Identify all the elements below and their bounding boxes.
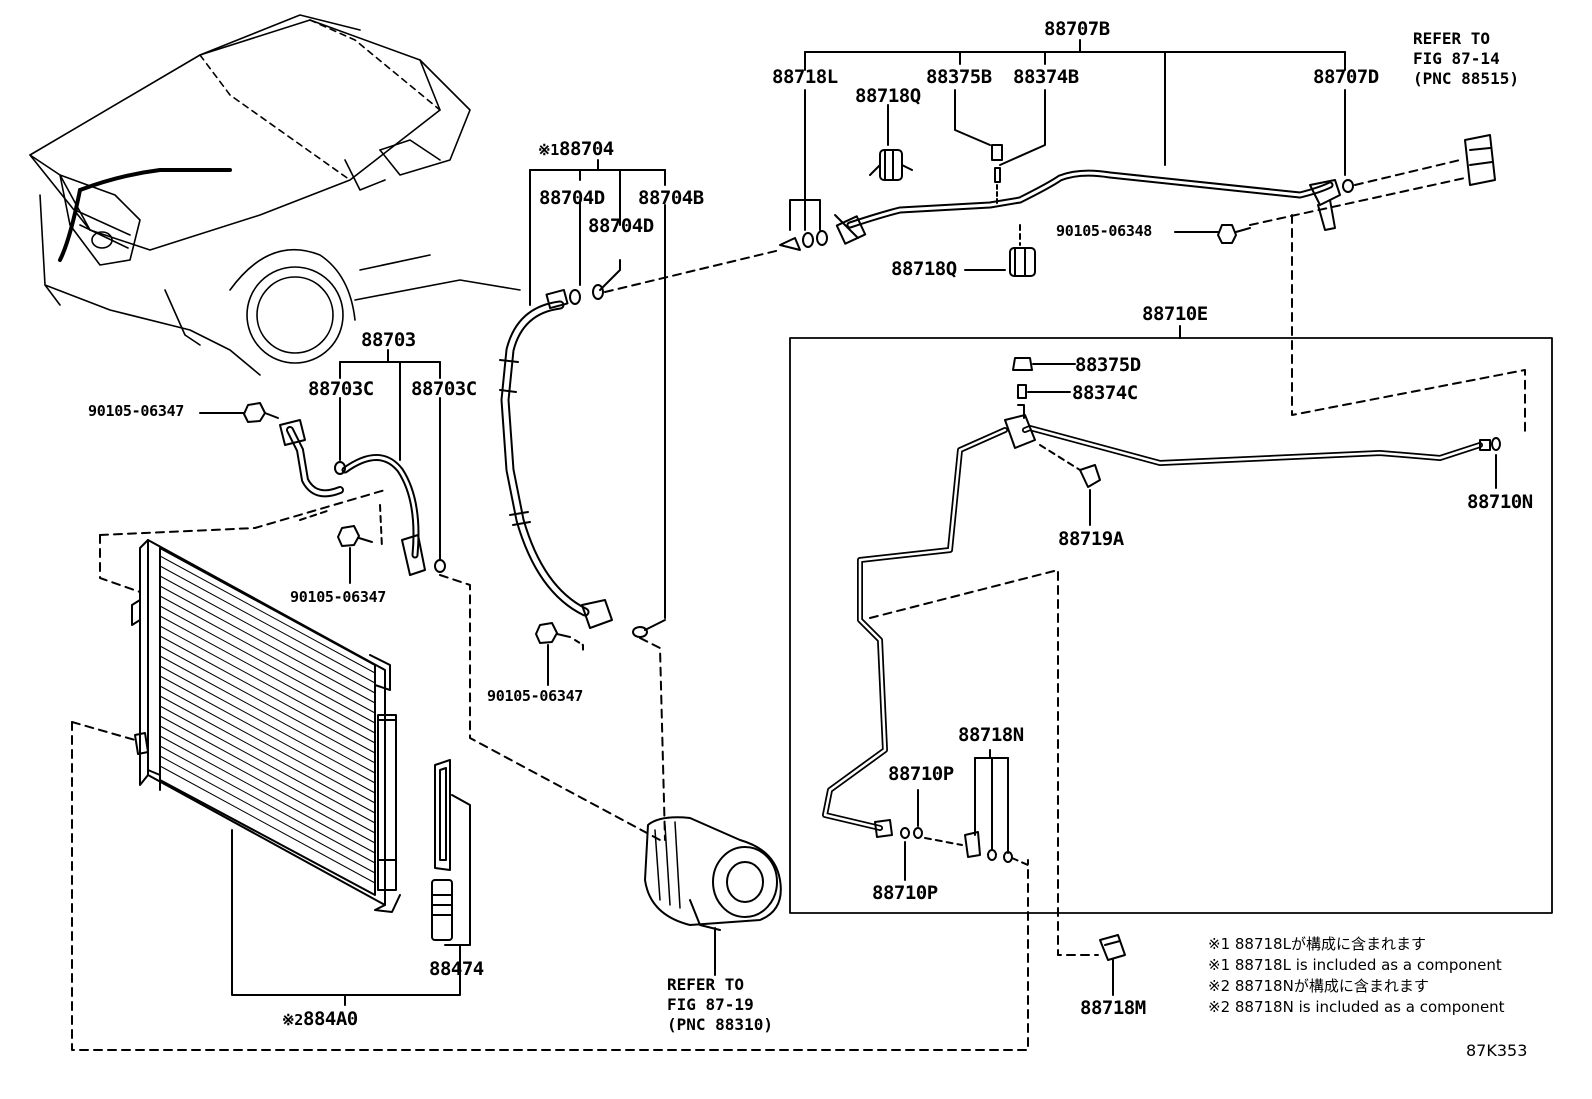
label-88374C: 88374C	[1072, 382, 1138, 404]
hose-88707B-group	[780, 40, 1525, 435]
valve-88719A	[1080, 465, 1100, 487]
label-88707D: 88707D	[1313, 66, 1379, 88]
condenser-884A0	[72, 540, 1028, 1050]
bolt-90105-06347-mid	[338, 526, 372, 546]
label-88703: 88703	[361, 329, 416, 351]
label-88718N: 88718N	[958, 724, 1024, 746]
label-88718L: 88718L	[772, 66, 838, 88]
reference-line: FIG 87-19	[667, 995, 754, 1014]
reference-line: (PNC 88515)	[1413, 69, 1519, 88]
figure-code: 87K353	[1466, 1041, 1528, 1060]
label-88703C-a: 88703C	[308, 378, 374, 400]
clip-88718M	[1100, 935, 1125, 995]
filter-88474	[432, 760, 470, 945]
label-88710N: 88710N	[1467, 491, 1533, 513]
label-884A0-text: 884A0	[303, 1008, 358, 1030]
label-88710P-b: 88710P	[872, 882, 938, 904]
label-90105-06348: 90105-06348	[1056, 222, 1153, 240]
hose-88704-group	[500, 160, 780, 840]
label-88704-text: 88704	[559, 138, 614, 160]
reference-line: FIG 87-14	[1413, 49, 1500, 68]
note-line-1: ※1 88718Lが構成に含まれます	[1208, 935, 1426, 953]
reference-fig-87-19: REFER TO FIG 87-19 (PNC 88310)	[667, 975, 773, 1035]
reference-line: REFER TO	[1413, 29, 1491, 48]
label-88374B: 88374B	[1013, 66, 1079, 88]
label-88704: ※188704	[538, 140, 614, 159]
hose-88703-group	[100, 350, 660, 840]
reference-line: (PNC 88310)	[667, 1015, 773, 1034]
label-88375B: 88375B	[926, 66, 992, 88]
reference-line: REFER TO	[667, 975, 745, 994]
label-88718Q-mid: 88718Q	[891, 258, 957, 280]
note-mark-2: ※2	[282, 1011, 303, 1029]
label-88375D: 88375D	[1075, 354, 1141, 376]
label-88718M: 88718M	[1080, 997, 1146, 1019]
label-88704D-b: 88704D	[588, 215, 654, 237]
label-88474: 88474	[429, 958, 484, 980]
reference-fig-87-14: REFER TO FIG 87-14 (PNC 88515)	[1413, 29, 1519, 89]
label-884A0: ※2884A0	[282, 1010, 358, 1029]
note-mark-1: ※1	[538, 141, 559, 159]
clip-88718Q-mid	[1010, 248, 1035, 276]
label-88710E: 88710E	[1142, 303, 1208, 325]
label-88704D-a: 88704D	[539, 187, 605, 209]
compressor	[645, 817, 781, 975]
bolt-90105-06347-top	[244, 403, 278, 422]
label-88703C-b: 88703C	[411, 378, 477, 400]
vehicle-sketch	[30, 15, 520, 375]
label-88718Q-top: 88718Q	[855, 85, 921, 107]
bolt-90105-06348	[1218, 225, 1250, 243]
note-line-3: ※2 88718Nが構成に含まれます	[1208, 977, 1429, 995]
label-88710P-a: 88710P	[888, 763, 954, 785]
label-88704B: 88704B	[638, 187, 704, 209]
label-88707B: 88707B	[1044, 18, 1110, 40]
label-90105-06347-c: 90105-06347	[487, 687, 584, 705]
note-line-4: ※2 88718N is included as a component	[1208, 998, 1505, 1016]
box-88710E	[790, 326, 1552, 955]
note-line-2: ※1 88718L is included as a component	[1208, 956, 1502, 974]
label-90105-06347-b: 90105-06347	[290, 588, 387, 606]
label-88719A: 88719A	[1058, 528, 1124, 550]
label-90105-06347-a: 90105-06347	[88, 402, 185, 420]
clip-88718Q-top	[870, 150, 912, 180]
bolt-90105-06347-lower	[536, 623, 570, 643]
